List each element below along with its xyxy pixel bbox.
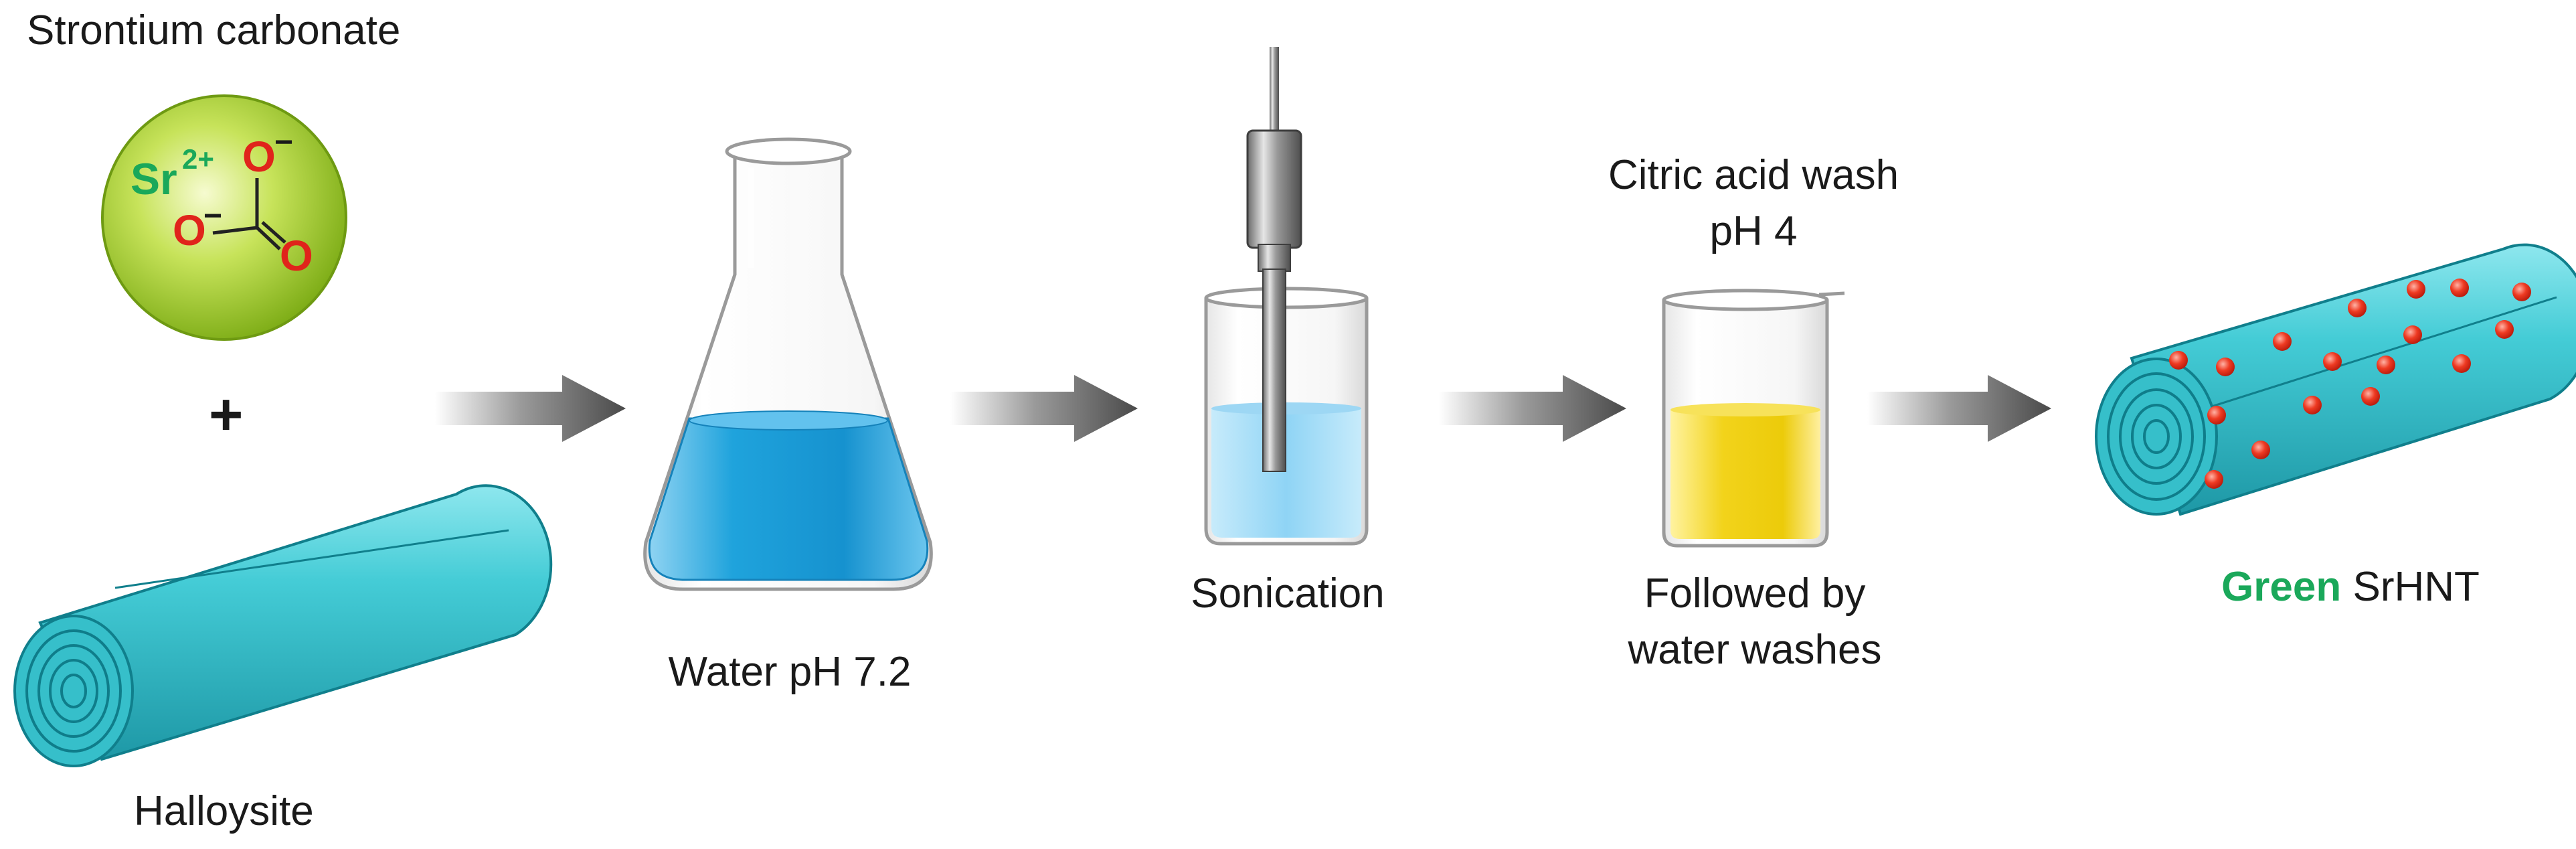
followed-by-line1: Followed by: [1644, 570, 1866, 617]
followed-by-line2: water washes: [1628, 626, 1882, 673]
srhnt-tube: [2095, 243, 2576, 516]
strontium-carbonate-label: Strontium carbonate: [27, 7, 401, 54]
oxygen-left-minus: −: [203, 198, 222, 234]
halloysite-label: Halloysite: [134, 788, 314, 834]
carbonate-bonds: [212, 178, 286, 250]
oxygen-top-minus: −: [274, 125, 293, 160]
citric-acid-beaker: [1662, 289, 1845, 548]
halloysite-tube: [13, 484, 553, 767]
followed-by-label: Followed by water washes: [1628, 566, 1881, 678]
process-arrow-4: [1867, 375, 2051, 442]
oxygen-top-label: O: [242, 133, 276, 181]
oxygen-left-label: O: [173, 206, 206, 254]
sonication-label: Sonication: [1191, 570, 1385, 617]
sr-ion-label: Sr: [131, 154, 177, 204]
citric-acid-line1: Citric acid wash: [1608, 152, 1899, 198]
process-arrow-3: [1439, 375, 1626, 442]
plus-sign: +: [209, 381, 244, 447]
erlenmeyer-flask: [643, 137, 933, 591]
citric-acid-line2: pH 4: [1709, 208, 1798, 254]
oxygen-right-label: O: [280, 232, 313, 280]
process-arrow-1: [435, 375, 626, 442]
water-label: Water pH 7.2: [668, 649, 912, 695]
citric-acid-label: Citric acid wash pH 4: [1608, 147, 1899, 259]
strontium-particles: [2169, 279, 2531, 489]
sonication-setup: [1204, 47, 1369, 546]
process-arrow-2: [950, 375, 1138, 442]
product-label: Green SrHNT: [2221, 559, 2480, 615]
sr-charge-label: 2+: [182, 143, 214, 175]
product-name: SrHNT: [2352, 564, 2480, 610]
strontium-carbonate-sphere: Sr 2+ O − O − O: [101, 94, 347, 341]
product-prefix: Green: [2221, 564, 2342, 610]
